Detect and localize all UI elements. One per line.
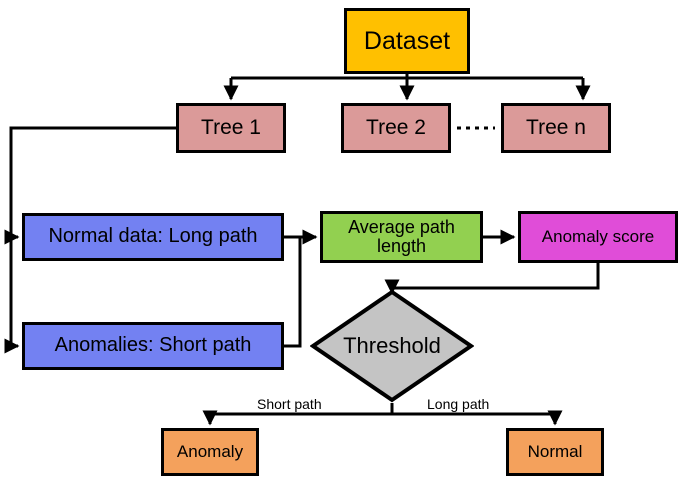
node-dataset[interactable]: Dataset [344, 8, 470, 74]
node-average-path-length-label: Average path length [348, 216, 455, 256]
node-anomaly-score-label: Anomaly score [541, 226, 655, 246]
node-tree-2[interactable]: Tree 2 [341, 103, 451, 153]
node-anomaly-score[interactable]: Anomaly score [518, 211, 678, 263]
node-tree-n-label: Tree n [526, 115, 586, 139]
node-tree-n[interactable]: Tree n [501, 103, 611, 153]
wire-anomalies-to-merge [284, 237, 302, 348]
node-normal-output[interactable]: Normal [506, 428, 604, 476]
node-dataset-label: Dataset [363, 26, 451, 55]
node-threshold-label: Threshold [343, 333, 441, 358]
node-threshold[interactable]: Threshold [310, 289, 474, 403]
node-normal-data[interactable]: Normal data: Long path [22, 213, 284, 261]
node-tree-1-label: Tree 1 [201, 115, 261, 139]
edge-label-short-path: Short path [257, 396, 322, 412]
node-anomalies-label: Anomalies: Short path [54, 334, 252, 357]
node-tree-1[interactable]: Tree 1 [176, 103, 286, 153]
threshold-diamond-shape [310, 289, 474, 403]
node-normal-data-label: Normal data: Long path [48, 225, 258, 248]
node-tree-2-label: Tree 2 [366, 115, 426, 139]
node-anomaly-output[interactable]: Anomaly [161, 428, 259, 476]
node-normal-output-label: Normal [527, 441, 583, 461]
edge-label-long-path: Long path [427, 396, 490, 412]
node-anomalies[interactable]: Anomalies: Short path [22, 322, 284, 370]
node-average-path-length[interactable]: Average path length [320, 211, 483, 263]
node-anomaly-output-label: Anomaly [176, 441, 244, 461]
